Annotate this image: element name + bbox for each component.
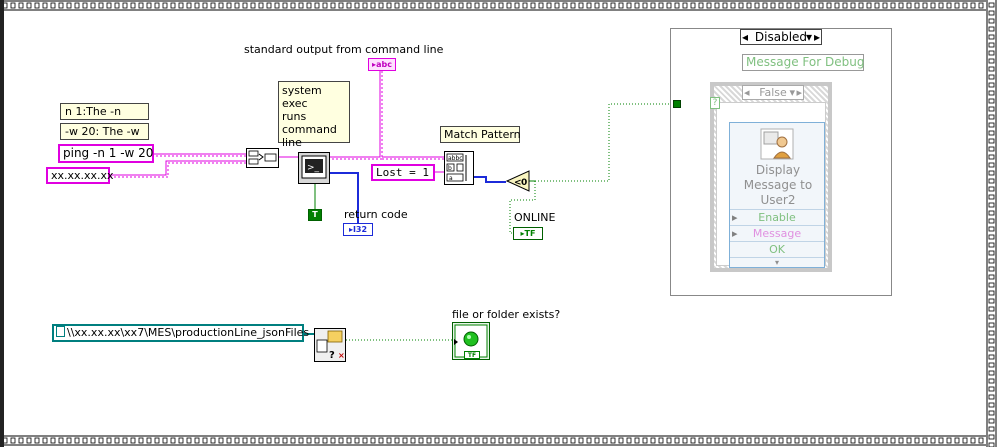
online-indicator[interactable]: ▸TF <box>513 227 543 240</box>
increment-arrow-icon[interactable]: ▸ <box>813 30 820 44</box>
online-type: TF <box>524 229 536 238</box>
note-ping-n: n 1:The -n <box>60 103 149 120</box>
terminal-enable[interactable]: ▸ Enable <box>730 209 824 225</box>
match-pattern-function[interactable]: abbc b a <box>444 151 474 185</box>
note-line: line <box>282 136 302 149</box>
terminal-label: OK <box>769 243 785 256</box>
expand-handle-icon[interactable]: ▾ <box>730 257 824 268</box>
terminal-label: Message <box>752 227 802 240</box>
terminal-ok[interactable]: OK <box>730 241 824 257</box>
path-value: \\xx.xx.xx\xx7\MES\productionLine_jsonFi… <box>67 326 310 339</box>
svg-text:b: b <box>448 165 452 172</box>
wire-ip <box>110 160 246 176</box>
svg-text:abbc: abbc <box>448 155 463 162</box>
stdout-indicator[interactable]: ▸abc <box>368 58 396 71</box>
express-vi-title-line: Display <box>755 163 801 177</box>
terminal-arrow-icon: ▸ <box>732 227 738 240</box>
note-line: system exec <box>282 84 322 110</box>
true-constant[interactable]: T <box>308 209 322 221</box>
svg-text:<: < <box>514 178 522 188</box>
note-line: runs <box>282 110 307 123</box>
express-vi-title: Display Message to User2 <box>730 163 826 208</box>
decrement-arrow-icon[interactable]: ◂ <box>744 86 750 99</box>
svg-text:×: × <box>338 351 345 360</box>
exists-label: file or folder exists? <box>452 308 561 321</box>
return-type: I32 <box>352 225 368 234</box>
online-label: ONLINE <box>514 211 556 224</box>
case-selector-terminal[interactable]: ? <box>710 97 720 109</box>
diagram-top-frame <box>0 0 998 12</box>
indicator-arrow-icon: ▸ <box>520 229 525 238</box>
terminal-label: Enable <box>758 211 796 224</box>
check-file-exists-vi[interactable]: ? × <box>314 328 346 362</box>
lost-string-constant[interactable]: Lost = 1 <box>371 164 435 181</box>
express-vi-title-line: User2 <box>760 193 796 207</box>
inner-case-selector[interactable]: ◂ False ▾ ▸ <box>742 85 804 100</box>
wire-match-out <box>474 176 506 183</box>
stdout-label: standard output from command line <box>244 43 444 56</box>
return-code-indicator[interactable]: ▸I32 <box>343 223 373 236</box>
note-ping-w: -w 20: The -w <box>60 123 149 140</box>
express-vi-title-line: Message to <box>743 178 813 192</box>
selector-value: Disabled <box>754 30 808 44</box>
inner-selector-value: False <box>759 86 787 99</box>
command-string-constant[interactable]: ping -n 1 -w 20 <box>58 144 154 163</box>
compare-value: 0 <box>521 178 527 188</box>
note-line: command <box>282 123 337 136</box>
svg-text:?: ? <box>329 350 335 361</box>
match-pattern-label: Match Pattern <box>440 126 521 143</box>
ip-string-constant[interactable]: xx.xx.xx.xx <box>46 167 114 184</box>
indicator-arrow-icon: ▸ <box>372 60 377 69</box>
disable-selector[interactable]: ◂ Disabled ▾ ▸ <box>740 29 822 45</box>
system-exec-vi[interactable]: >_ <box>298 152 330 184</box>
selector-dropdown-icon[interactable]: ▾ <box>789 86 795 99</box>
less-than-zero-function[interactable]: < 0 <box>506 170 530 192</box>
dialog-person-icon <box>760 128 794 160</box>
diagram-left-frame <box>0 0 4 447</box>
indicator-arrow-icon: ▸ <box>348 225 353 234</box>
diagram-right-frame <box>986 0 998 447</box>
structure-tunnel[interactable] <box>673 100 681 108</box>
terminal-message[interactable]: ▸ Message <box>730 225 824 241</box>
return-code-label: return code <box>344 208 408 221</box>
diagram-bottom-frame <box>0 435 998 447</box>
path-constant[interactable]: \\xx.xx.xx\xx7\MES\productionLine_jsonFi… <box>52 324 309 342</box>
concatenate-strings-function[interactable] <box>246 148 279 168</box>
stdout-type: abc <box>376 60 392 69</box>
note-system-exec: system exec runs command line <box>278 81 350 149</box>
path-icon <box>56 326 65 337</box>
decrement-arrow-icon[interactable]: ◂ <box>742 30 749 44</box>
wire-to-case <box>535 103 676 182</box>
svg-text:a: a <box>449 175 453 182</box>
display-message-express-vi[interactable]: Display Message to User2 ▸ Enable ▸ Messag… <box>729 122 825 268</box>
svg-text:>_: >_ <box>307 163 320 173</box>
wire-ip-2 <box>110 162 246 178</box>
exists-type-tag: TF <box>464 351 480 359</box>
increment-arrow-icon[interactable]: ▸ <box>796 86 802 99</box>
selector-dropdown-icon[interactable]: ▾ <box>805 30 812 44</box>
message-for-debug-label: Message For Debug <box>742 54 864 71</box>
terminal-arrow-icon: ▸ <box>732 211 738 224</box>
